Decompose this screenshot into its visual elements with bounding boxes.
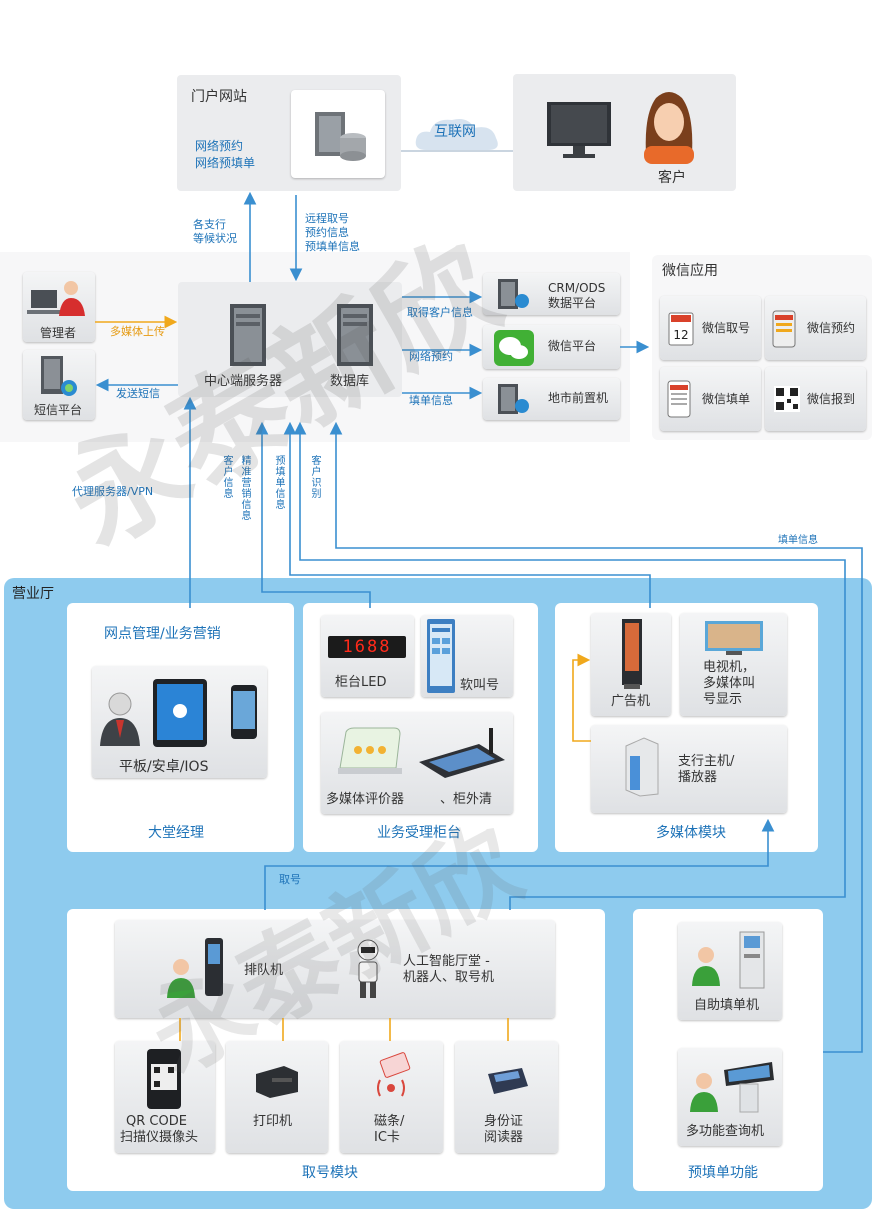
svg-text:12: 12 [673,328,688,342]
branch-host-label-1: 支行主机/ [678,754,735,769]
qr-label-1: QR CODE [126,1114,187,1129]
id-reader-tile [455,1041,558,1153]
evaluator-icon [338,727,402,774]
wechat-platform-label: 微信平台 [548,339,597,353]
portal-title: 门户网站 [191,89,247,105]
soft-call-label: 软叫号 [460,678,500,693]
fill-info-right-label: 填单信息 [778,535,818,546]
tv-label-3: 号显示 [703,692,743,707]
customer-info-vlabel: 客户信息 [221,455,232,499]
ad-machine-label: 广告机 [611,694,651,709]
crm-server-icon [498,279,529,309]
hall-title: 营业厅 [12,586,54,602]
query-person-icon [690,1073,718,1112]
branch-wait-1: 各支行 [193,218,226,231]
multimedia-upload-label: 多媒体上传 [110,325,165,338]
wechat-app-label-1: 微信取号 [702,321,751,335]
tv-screen-icon [705,621,763,655]
send-sms-label: 发送短信 [116,387,160,400]
branch-host-label-2: 播放器 [678,770,718,785]
crm-line1: CRM/ODS [548,281,606,295]
fill-info-label: 填单信息 [409,394,453,407]
tv-label-2: 多媒体叫 [703,676,756,691]
self-fill-label: 自助填单机 [694,998,760,1013]
smartphone-icon [231,685,257,739]
city-frontend-label: 地市前置机 [548,391,609,405]
lobby-footer: 大堂经理 [148,825,204,841]
kiosk-icon [739,931,765,989]
lobby-header: 网点管理/业务营销 [104,626,221,642]
self-fill-person-icon [692,947,720,986]
wechat-apps-title: 微信应用 [662,263,718,279]
wechat-app-label-2: 微信预约 [807,321,856,335]
id-reader-label-2: 阅读器 [484,1130,524,1145]
qr-code-icon [774,386,800,412]
card-label-1: 磁条/ [374,1114,405,1129]
manager-icon [100,692,140,746]
tv-label-1: 电视机， [703,660,756,675]
query-kiosk-icon [724,1062,774,1113]
evaluator-label: 多媒体评价器 [326,792,405,807]
qr-scanner-icon [147,1049,181,1109]
phone-calendar-icon: 12 [668,312,694,346]
query-machine-label: 多功能查询机 [686,1124,765,1139]
wechat-app-label-4: 微信报到 [807,392,856,406]
printer-label: 打印机 [253,1114,293,1129]
queue-machine-label: 排队机 [244,963,284,978]
qr-label-2: 扫描仪摄像头 [120,1130,199,1145]
cloud-icon [415,119,498,150]
portal-line2: 网络预填单 [195,156,256,170]
sms-server-icon [41,356,77,396]
branch-wait-2: 等候状况 [193,232,237,245]
ic-card-icon [377,1052,411,1097]
precise-marketing-vlabel: 精准营销信息 [239,455,250,521]
id-reader-icon [488,1068,528,1094]
card-label-2: IC卡 [374,1130,400,1145]
customer-label: 客户 [658,170,686,186]
monitor-icon [547,102,611,158]
sms-tile [23,350,95,420]
ticket-footer: 取号模块 [302,1165,358,1181]
multimedia-footer: 多媒体模块 [656,825,726,841]
remote-1: 远程取号 [305,212,349,225]
admin-icon [27,281,85,316]
lobby-devices-label: 平板/安卓/IOS [119,759,209,775]
admin-label: 管理者 [40,326,77,340]
queue-machine-icon [205,938,223,996]
prefill-footer: 预填单功能 [688,1165,758,1181]
get-customer-info-label: 取得客户信息 [407,306,473,319]
portal-line1: 网络预约 [195,139,244,153]
internet-label: 互联网 [434,124,476,140]
signature-pad-icon [419,728,505,778]
counter-led-label: 柜台LED [335,675,387,690]
phone-screen-icon [772,310,796,348]
crm-line2: 数据平台 [548,296,597,310]
database-label: 数据库 [330,374,370,389]
proxy-vpn-label: 代理服务器/VPN [72,485,154,498]
remote-2: 预约信息 [305,226,349,239]
soft-call-panel-icon [427,619,455,693]
customer-avatar-icon [644,92,694,164]
admin-tile [23,272,95,342]
central-server-label: 中心端服务器 [204,374,283,389]
server-icon [315,112,366,161]
city-server-icon [498,384,529,414]
printer-icon [256,1066,298,1098]
branch-host-icon [625,737,659,797]
database-server-icon [337,304,373,366]
portal-server-tile [291,90,385,178]
ad-machine-icon [622,619,642,689]
remote-3: 预填单信息 [305,240,360,253]
id-reader-label-1: 身份证 [484,1114,524,1129]
sms-label: 短信平台 [34,403,83,417]
person-icon [167,959,195,998]
central-server-icon [230,304,266,366]
wechat-app-label-3: 微信填单 [702,392,751,406]
tablet-icon [153,679,207,747]
phone-form-icon [667,380,691,418]
network-appointment-label: 网络预约 [409,350,453,363]
printer-tile [226,1041,328,1153]
led-display: 1688 [328,636,406,658]
wechat-icon [494,330,534,366]
